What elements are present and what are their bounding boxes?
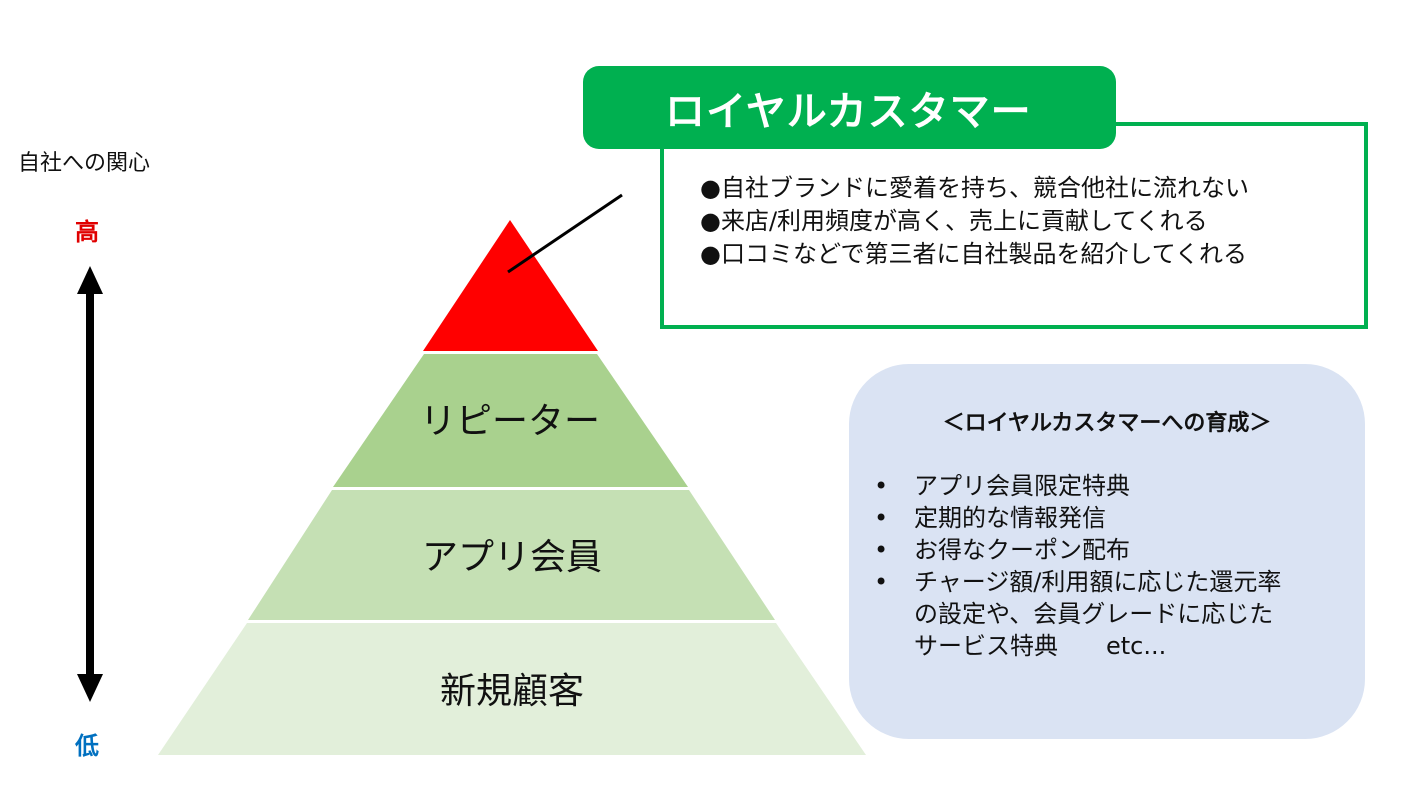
loyal-customer-title: ロイヤルカスタマー (583, 66, 1116, 149)
list-item-text: 定期的な情報発信 (914, 504, 1106, 532)
bullet: • (874, 504, 889, 532)
loyal-customer-traits: ●自社ブランドに愛着を持ち、競合他社に流れない ●来店/利用頻度が高く、売上に貢… (700, 172, 1249, 271)
list-item: • 定期的な情報発信 (874, 502, 1281, 534)
pyramid-tier-repeater (333, 354, 688, 487)
bullet: • (874, 472, 889, 500)
list-item-text: アプリ会員限定特典 (914, 472, 1130, 500)
trait-item: ●口コミなどで第三者に自社製品を紹介してくれる (700, 238, 1249, 271)
callout-line (507, 193, 623, 274)
trait-text: 口コミなどで第三者に自社製品を紹介してくれる (720, 240, 1248, 268)
nurture-title: ＜ロイヤルカスタマーへの育成＞ (942, 411, 1272, 436)
bullet: • (874, 536, 889, 564)
trait-item: ●自社ブランドに愛着を持ち、競合他社に流れない (700, 172, 1249, 205)
text-line: の設定や、会員グレードに応じた (914, 600, 1274, 628)
text-line: チャージ額/利用額に応じた還元率 (914, 568, 1282, 596)
axis-high-label: 高 (75, 218, 99, 246)
pyramid-tier-app-member (248, 490, 775, 620)
trait-text: 自社ブランドに愛着を持ち、競合他社に流れない (720, 174, 1249, 202)
bullet: • (874, 568, 889, 596)
tier-label-app-member: アプリ会員 (421, 537, 602, 578)
trait-item: ●来店/利用頻度が高く、売上に貢献してくれる (700, 205, 1249, 238)
list-item: • チャージ額/利用額に応じた還元率 の設定や、会員グレードに応じた サービス特… (874, 566, 1281, 662)
list-item: • お得なクーポン配布 (874, 534, 1281, 566)
nurture-list: • アプリ会員限定特典 • 定期的な情報発信 • お得なクーポン配布 • チャージ額/… (874, 470, 1281, 662)
bullet: ● (700, 174, 721, 202)
tier-label-repeater: リピーター (419, 401, 600, 442)
loyal-customer-box (660, 122, 1368, 329)
tier-label-new-customer: 新規顧客 (439, 671, 584, 712)
pyramid-tier-new-customer (158, 623, 866, 755)
nurture-box (849, 364, 1365, 739)
bullet: ● (700, 207, 721, 235)
list-item: • アプリ会員限定特典 (874, 470, 1281, 502)
list-item-text: お得なクーポン配布 (914, 536, 1130, 564)
axis-title: 自社への関心 (18, 151, 151, 176)
interest-arrow (77, 266, 103, 702)
list-item-text: チャージ額/利用額に応じた還元率 の設定や、会員グレードに応じた サービス特典 … (914, 566, 1281, 662)
axis-low-label: 低 (75, 732, 99, 760)
trait-text: 来店/利用頻度が高く、売上に貢献してくれる (720, 207, 1208, 235)
bullet: ● (700, 240, 721, 268)
text-line: サービス特典 etc... (914, 632, 1167, 660)
pyramid-tier-loyal (423, 220, 598, 351)
